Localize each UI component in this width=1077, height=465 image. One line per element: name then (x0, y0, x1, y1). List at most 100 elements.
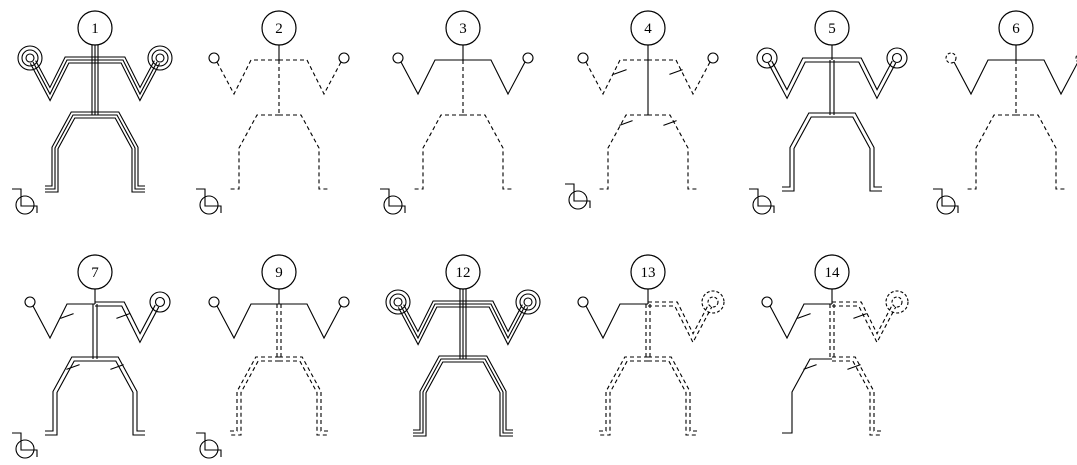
right-arm (463, 60, 525, 94)
wheelchair-icon (749, 189, 774, 214)
right-arm (832, 302, 892, 334)
left-hand (946, 53, 956, 63)
right-arm (1016, 60, 1077, 94)
right-hand (886, 291, 908, 313)
right-hand (702, 291, 724, 313)
joint-tick (110, 365, 123, 370)
figure-label: 6 (1012, 21, 1020, 37)
right-hand (339, 53, 349, 63)
left-arm (768, 62, 832, 98)
right-leg (95, 112, 145, 186)
left-leg (598, 115, 648, 189)
left-arm (33, 304, 95, 338)
figure-9: 9 (209, 255, 349, 435)
right-leg (463, 356, 513, 430)
figure-label: 7 (91, 265, 99, 281)
figure-6: 6 (946, 11, 1077, 189)
joint-tick (613, 70, 626, 75)
left-arm (401, 60, 463, 94)
right-arm (279, 60, 341, 94)
wheelchair-icon (565, 184, 590, 209)
right-leg (279, 115, 329, 189)
left-hand (393, 53, 403, 63)
left-hand (394, 298, 402, 306)
right-hand (339, 297, 349, 307)
figure-12: 12 (386, 255, 540, 436)
left-hand (762, 297, 772, 307)
wheel (569, 191, 587, 209)
joint-tick (669, 70, 682, 75)
left-hand (757, 48, 777, 68)
right-hand (150, 292, 170, 312)
wheelchair-icon (196, 433, 221, 458)
figure-13: 13 (578, 255, 724, 435)
figure-label: 13 (641, 265, 656, 281)
right-arm (279, 304, 341, 338)
left-hand (578, 53, 588, 63)
left-arm (954, 60, 1016, 94)
wheelchair-icon (12, 433, 37, 458)
wheel (16, 440, 34, 458)
left-leg (413, 356, 463, 430)
figure-label: 1 (91, 21, 99, 37)
figure-14: 14 (762, 255, 908, 435)
wheel (200, 440, 218, 458)
right-arm (832, 58, 892, 90)
figure-3: 3 (393, 11, 533, 189)
figure-7: 7 (25, 255, 170, 435)
left-arm (33, 60, 95, 94)
figure-label: 12 (456, 265, 471, 281)
left-arm (770, 304, 832, 338)
figure-2: 2 (209, 11, 349, 189)
wheel (384, 196, 402, 214)
left-arm (401, 304, 463, 338)
right-hand (887, 48, 907, 68)
right-leg (648, 115, 698, 189)
left-leg (966, 115, 1016, 189)
wheel (937, 196, 955, 214)
left-arm (217, 304, 279, 338)
right-hand (523, 53, 533, 63)
left-leg (229, 115, 279, 189)
right-leg (463, 115, 513, 189)
wheel (200, 196, 218, 214)
right-hand (893, 54, 902, 63)
right-hand (156, 298, 165, 307)
right-arm (832, 62, 896, 98)
right-hand (524, 298, 532, 306)
left-hand (763, 54, 772, 63)
figure-label: 5 (828, 21, 836, 37)
left-hand (578, 297, 588, 307)
figure-label: 4 (644, 21, 652, 37)
figure-label: 9 (275, 265, 283, 281)
left-arm (586, 304, 648, 338)
left-leg (782, 359, 832, 433)
joint-tick (853, 314, 866, 319)
figure-label: 14 (825, 265, 841, 281)
right-arm (463, 304, 525, 338)
left-leg (45, 112, 95, 186)
joint-tick (66, 365, 79, 370)
figure-label: 2 (275, 21, 283, 37)
right-hand (892, 297, 902, 307)
right-arm (95, 306, 159, 342)
left-leg (413, 115, 463, 189)
right-arm (95, 302, 155, 334)
right-arm (648, 302, 708, 334)
figure-1: 1 (18, 11, 172, 192)
right-hand (156, 54, 164, 62)
figure-4: 4 (578, 11, 718, 189)
figure-5: 5 (757, 11, 907, 191)
wheel (753, 196, 771, 214)
left-arm (586, 60, 648, 94)
right-hand (708, 297, 718, 307)
right-leg (1016, 115, 1066, 189)
wheelchair-icon (196, 189, 221, 214)
left-arm (217, 60, 279, 94)
wheel (16, 196, 34, 214)
figure-label: 3 (459, 21, 467, 37)
left-hand (26, 54, 34, 62)
right-arm (95, 60, 157, 94)
